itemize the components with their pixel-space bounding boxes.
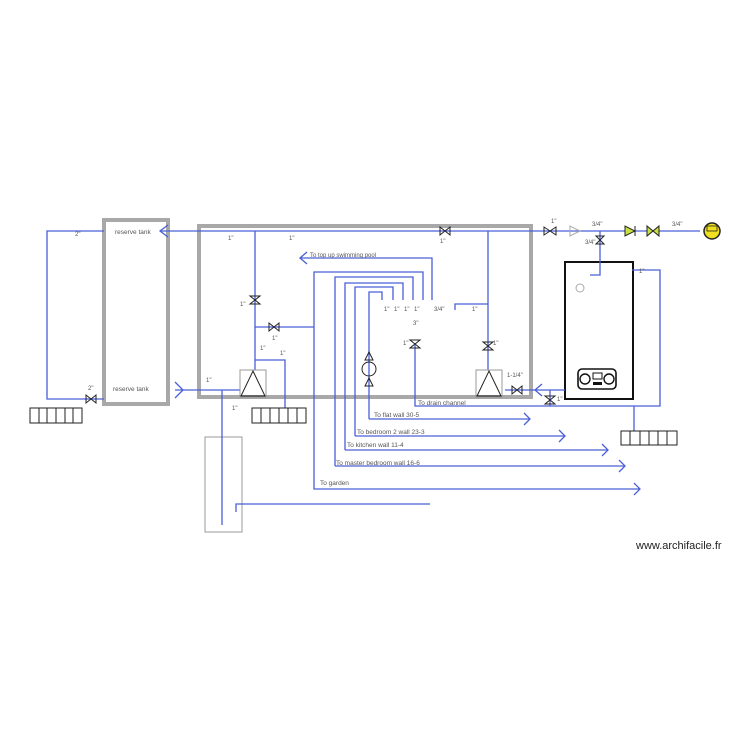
kitchen-label: To kitchen wall 11-4 [347,442,404,449]
size-label: 3" [413,321,418,327]
reserve-tank-bottom-label: reserve tank [113,386,150,393]
drain-icon [575,283,585,293]
size-label: 1" [440,239,445,245]
boiler [564,261,634,400]
size-label: 1" [232,406,237,412]
size-label: 1" [493,341,498,347]
water-meter-main-icon [703,222,721,240]
size-label: 1" [557,397,562,403]
swimming-pool-label: To top up swimming pool [310,253,376,259]
pump-right-icon [475,369,503,398]
size-label: 1" [272,336,277,342]
garden-label: To garden [320,480,349,487]
size-label: 1" [472,307,477,313]
reserve-tank-top-label: reserve tank [115,229,152,236]
check-valve-icon [569,225,582,237]
pump-room-box [197,224,533,399]
size-label: 1" [240,302,245,308]
pump-left-icon [239,369,267,398]
size-label: 1" [280,351,285,357]
radiator-left [29,407,83,424]
size-label: 1" [384,307,389,313]
size-label: 1" [414,307,419,313]
valve-icons [85,225,606,405]
reserve-tank [102,218,170,406]
bedroom2-label: To bedroom 2 wall 23-3 [357,429,425,436]
size-label: 1" [260,346,265,352]
size-label: 1" [639,269,644,275]
size-label: 1" [206,378,211,384]
size-label: 1" [404,307,409,313]
size-label: 2" [88,386,93,392]
water-meter-icon [361,361,377,377]
radiator-right [620,430,678,446]
watermark: www.archifacile.fr [636,540,722,552]
size-label: 3/4" [592,222,602,228]
size-label: 1" [228,236,233,242]
ball-valve-icon [646,224,660,238]
size-label: 3/4" [672,222,682,228]
filter-valve-icon [624,225,637,237]
size-label: 2" [75,232,80,238]
size-label: 1" [289,236,294,242]
pipes [46,224,700,525]
size-label: 1" [394,307,399,313]
size-label: 3/4" [434,307,444,313]
boiler-control-icon [577,368,617,390]
flat-wall-label: To flat wall 30-5 [374,412,420,419]
drain-label: To drain channel [418,400,466,407]
storage-tank [204,436,243,533]
master-bedroom-label: To master bedroom wall 16-6 [336,460,420,467]
size-label: 3/4" [585,240,595,246]
size-label: 1-1/4" [507,373,523,379]
size-label: 1" [551,219,556,225]
radiator-middle [251,407,307,424]
size-label: 1" [403,341,408,347]
